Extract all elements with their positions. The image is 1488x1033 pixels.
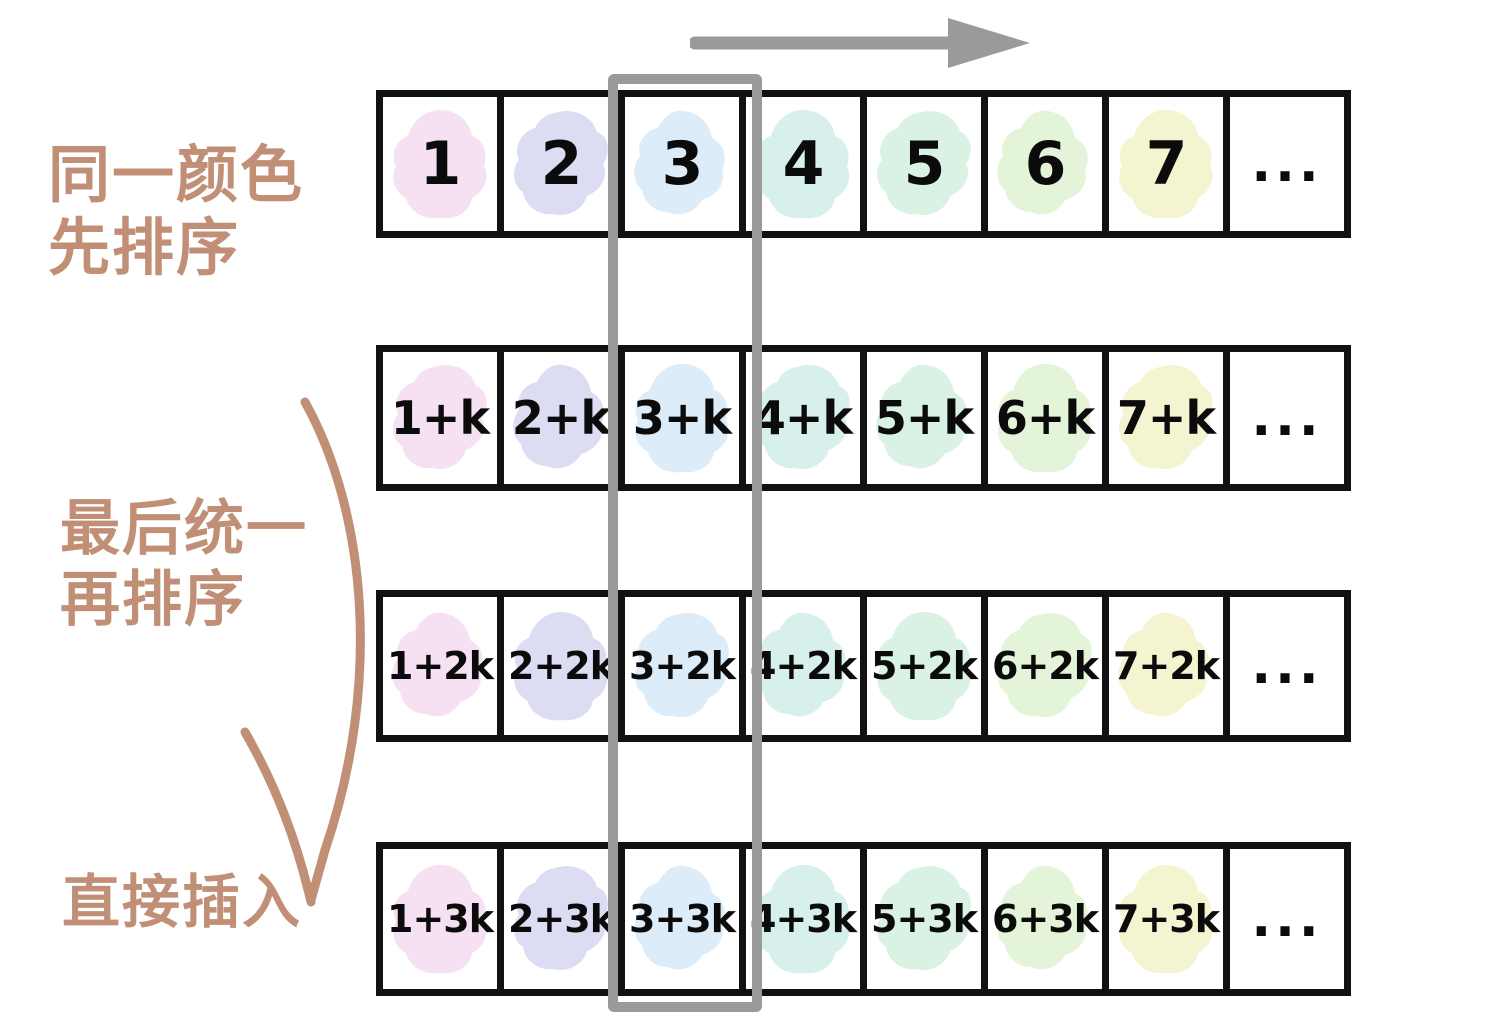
array-cell[interactable]: 6 xyxy=(981,90,1109,238)
array-cell[interactable]: 6+3k xyxy=(981,842,1109,996)
array-cell[interactable]: 6+k xyxy=(981,345,1109,491)
array-cell-label: ... xyxy=(1251,889,1323,949)
array-cell-label: 4 xyxy=(782,129,825,199)
array-cell-label: 5+2k xyxy=(871,644,978,688)
array-cell-label: ... xyxy=(1251,388,1323,448)
array-cell-label: 3+3k xyxy=(629,897,736,941)
array-row-plus-k: 1+k 2+k 3+k 4+k 5+k 6+k 7+k... xyxy=(376,345,1351,491)
array-row-base: 1 2 3 4 5 6 7... xyxy=(376,90,1351,238)
array-cell-label: 5 xyxy=(903,129,946,199)
array-cell[interactable]: 5 xyxy=(860,90,988,238)
array-cell-label: 6 xyxy=(1024,129,1067,199)
array-cell-label: 2+2k xyxy=(508,644,615,688)
array-cell-label: 6+2k xyxy=(992,644,1099,688)
array-cell[interactable]: 4+3k xyxy=(739,842,867,996)
array-cell[interactable]: 4+2k xyxy=(739,590,867,742)
array-cell[interactable]: 7+k xyxy=(1102,345,1230,491)
array-cell-label: 2+3k xyxy=(508,897,615,941)
array-cell-label: 6+3k xyxy=(992,897,1099,941)
array-cell-label: 3 xyxy=(661,129,704,199)
array-cell[interactable]: 1 xyxy=(376,90,504,238)
array-cell[interactable]: 3+k xyxy=(618,345,746,491)
array-cell-label: ... xyxy=(1251,134,1323,194)
array-cell[interactable]: 2 xyxy=(497,90,625,238)
array-cell-label: 7+3k xyxy=(1113,897,1220,941)
array-cell[interactable]: 2+3k xyxy=(497,842,625,996)
array-cell-label: 7+k xyxy=(1116,391,1216,445)
array-cell-label: 5+3k xyxy=(871,897,978,941)
array-cell[interactable]: 3+3k xyxy=(618,842,746,996)
array-cell-label: 3+2k xyxy=(629,644,736,688)
array-cell-label: 1+k xyxy=(390,391,490,445)
array-cell[interactable]: ... xyxy=(1223,345,1351,491)
array-cell[interactable]: 3 xyxy=(618,90,746,238)
array-cell[interactable]: 2+2k xyxy=(497,590,625,742)
array-cell[interactable]: 3+2k xyxy=(618,590,746,742)
array-cell-label: ... xyxy=(1251,636,1323,696)
array-cell[interactable]: 5+3k xyxy=(860,842,988,996)
array-cell-label: 2 xyxy=(540,129,583,199)
array-cell-label: 4+k xyxy=(753,391,853,445)
array-cell-label: 1 xyxy=(419,129,462,199)
array-cell-label: 2+k xyxy=(511,391,611,445)
array-cell-label: 7+2k xyxy=(1113,644,1220,688)
array-cell-label: 4+2k xyxy=(750,644,857,688)
array-cell[interactable]: 4+k xyxy=(739,345,867,491)
annotation-finally-unify-resort: 最后统一 再排序 xyxy=(60,494,308,635)
array-cell[interactable]: 7+3k xyxy=(1102,842,1230,996)
array-cell-label: 5+k xyxy=(874,391,974,445)
array-cell[interactable]: 7+2k xyxy=(1102,590,1230,742)
array-cell[interactable]: 4 xyxy=(739,90,867,238)
array-cell[interactable]: 5+k xyxy=(860,345,988,491)
array-cell[interactable]: ... xyxy=(1223,90,1351,238)
array-cell-label: 6+k xyxy=(995,391,1095,445)
array-cell-label: 3+k xyxy=(632,391,732,445)
curved-brace-arrow-icon xyxy=(215,380,405,940)
sequence-direction-arrow xyxy=(688,14,1040,72)
array-cell[interactable]: 5+2k xyxy=(860,590,988,742)
array-cell[interactable]: 2+k xyxy=(497,345,625,491)
array-cell[interactable]: ... xyxy=(1223,590,1351,742)
array-cell-label: 7 xyxy=(1145,129,1188,199)
array-cell[interactable]: 6+2k xyxy=(981,590,1109,742)
annotation-same-color-sort-first: 同一颜色 先排序 xyxy=(48,138,305,285)
array-cell[interactable]: ... xyxy=(1223,842,1351,996)
array-cell-label: 4+3k xyxy=(750,897,857,941)
array-cell[interactable]: 7 xyxy=(1102,90,1230,238)
annotation-direct-insert: 直接插入 xyxy=(62,868,303,936)
